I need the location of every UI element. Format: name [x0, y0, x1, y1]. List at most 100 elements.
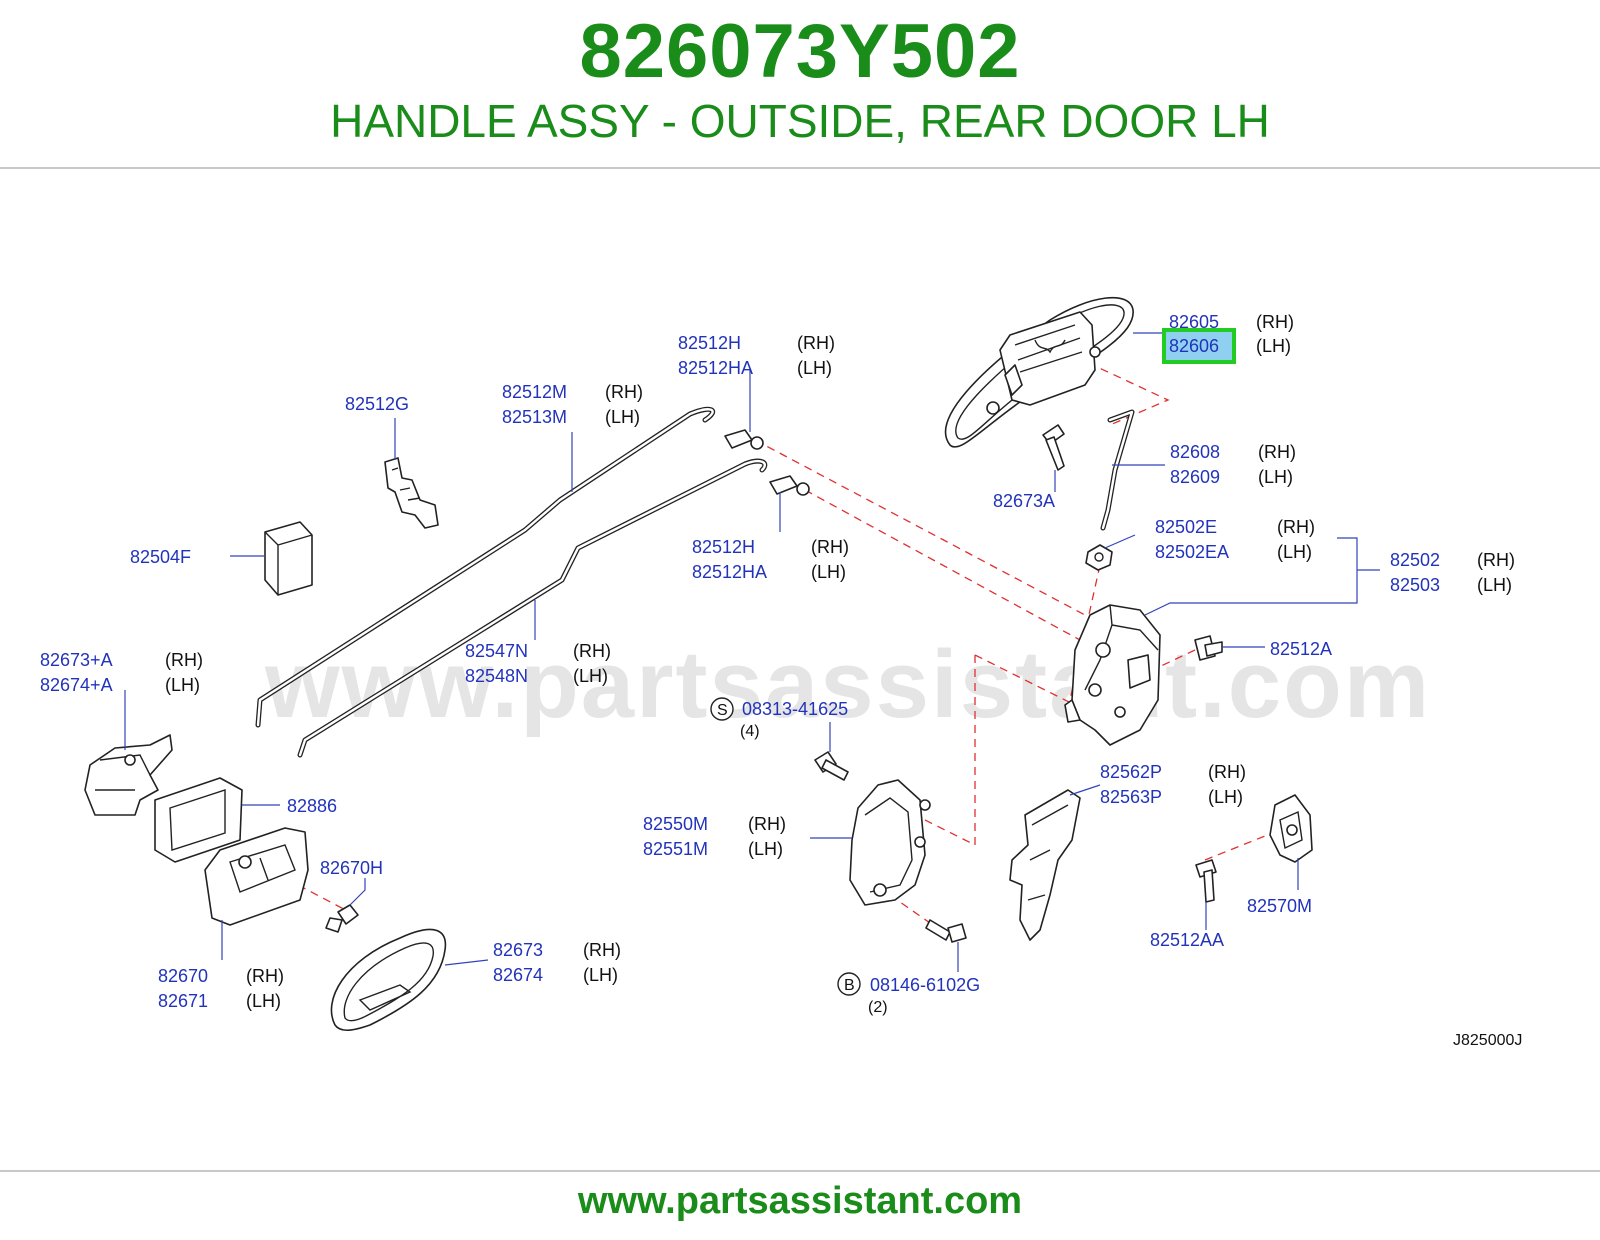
callout-82502[interactable]: 82502	[1390, 550, 1440, 570]
cover-82562P[interactable]	[1009, 789, 1081, 941]
side-lh-82609: (LH)	[1258, 467, 1293, 487]
side-rh-82605: (RH)	[1256, 312, 1294, 332]
callout-82512A[interactable]: 82512A	[1270, 639, 1332, 659]
s-marker-letter: S	[717, 702, 728, 719]
callout-82673pA[interactable]: 82673+A	[40, 650, 113, 670]
escutcheon-82673[interactable]	[330, 928, 447, 1032]
callout-82512H-upper[interactable]: 82512H	[678, 333, 741, 353]
block-82504F[interactable]	[264, 521, 313, 596]
callout-82570M[interactable]: 82570M	[1247, 896, 1312, 916]
callout-82502E[interactable]: 82502E	[1155, 517, 1217, 537]
striker-82570M[interactable]	[1269, 794, 1313, 863]
side-lh-82674: (LH)	[583, 965, 618, 985]
side-rh-82670: (RH)	[246, 966, 284, 986]
bolt-08313-41625[interactable]	[814, 751, 849, 781]
header-divider	[0, 167, 1600, 169]
callout-82548N[interactable]: 82548N	[465, 666, 528, 686]
qty-08313: (4)	[740, 723, 760, 740]
side-rh-82562P: (RH)	[1208, 762, 1246, 782]
callout-82673A[interactable]: 82673A	[993, 491, 1055, 511]
callout-82512HA-lower[interactable]: 82512HA	[692, 562, 767, 582]
watermark: www.partsassistant.com	[265, 631, 1432, 738]
side-lh-82671: (LH)	[246, 991, 281, 1011]
footer-divider	[0, 1170, 1600, 1172]
part-number-title: 826073Y502	[579, 9, 1021, 94]
callout-82606[interactable]: 82606	[1169, 336, 1219, 356]
callout-82609[interactable]: 82609	[1170, 467, 1220, 487]
side-lh-82513M: (LH)	[605, 407, 640, 427]
callout-82503[interactable]: 82503	[1390, 575, 1440, 595]
side-rh-82673: (RH)	[583, 940, 621, 960]
side-rh-82512H-lower: (RH)	[811, 537, 849, 557]
side-rh-82547N: (RH)	[573, 641, 611, 661]
callout-82605[interactable]: 82605	[1169, 312, 1219, 332]
bolt-08146-6102G[interactable]	[925, 919, 967, 943]
side-lh-82512HA-upper: (LH)	[797, 358, 832, 378]
side-lh-82548N: (LH)	[573, 666, 608, 686]
side-lh-82502EA: (LH)	[1277, 542, 1312, 562]
callout-82502EA[interactable]: 82502EA	[1155, 542, 1229, 562]
side-lh-82606: (LH)	[1256, 336, 1291, 356]
side-rh-82550M: (RH)	[748, 814, 786, 834]
clip-82512H-upper[interactable]	[724, 429, 764, 450]
footer-url[interactable]: www.partsassistant.com	[577, 1180, 1023, 1222]
callout-08313-41625[interactable]: 08313-41625	[742, 699, 848, 719]
callout-82550M[interactable]: 82550M	[643, 814, 708, 834]
leader-82502	[1144, 537, 1358, 616]
callout-82551M[interactable]: 82551M	[643, 839, 708, 859]
callout-82512HA-upper[interactable]: 82512HA	[678, 358, 753, 378]
qty-08146: (2)	[868, 999, 888, 1016]
callout-82670H[interactable]: 82670H	[320, 858, 383, 878]
clip-82512G[interactable]	[384, 457, 439, 529]
callout-82547N[interactable]: 82547N	[465, 641, 528, 661]
rod-82608[interactable]	[1100, 409, 1135, 531]
callout-82513M[interactable]: 82513M	[502, 407, 567, 427]
side-lh-82503: (LH)	[1477, 575, 1512, 595]
callout-82512G[interactable]: 82512G	[345, 394, 409, 414]
highlight-box-82606[interactable]	[1162, 328, 1236, 364]
callout-82512H-lower[interactable]: 82512H	[692, 537, 755, 557]
outside-handle[interactable]	[944, 296, 1134, 448]
callout-82674pA[interactable]: 82674+A	[40, 675, 113, 695]
callout-82608[interactable]: 82608	[1170, 442, 1220, 462]
lock-remote-82550M[interactable]	[849, 779, 931, 906]
rod-82547N[interactable]	[297, 458, 768, 758]
diagram-code: J825000J	[1453, 1032, 1522, 1049]
side-rh-82502: (RH)	[1477, 550, 1515, 570]
callout-82512M[interactable]: 82512M	[502, 382, 567, 402]
screw-82670H[interactable]	[325, 904, 359, 933]
leader-82562P	[1069, 784, 1101, 796]
callout-82886[interactable]: 82886	[287, 796, 337, 816]
clip-82512H-lower[interactable]	[769, 475, 810, 496]
side-lh-82674pA: (LH)	[165, 675, 200, 695]
callout-82674[interactable]: 82674	[493, 965, 543, 985]
side-rh-82608: (RH)	[1258, 442, 1296, 462]
callout-82562P[interactable]: 82562P	[1100, 762, 1162, 782]
callout-82673[interactable]: 82673	[493, 940, 543, 960]
bracket-82673pA[interactable]	[84, 734, 173, 816]
callout-82512AA[interactable]: 82512AA	[1150, 930, 1224, 950]
side-lh-82563P: (LH)	[1208, 787, 1243, 807]
clip-82502E[interactable]	[1085, 544, 1113, 571]
callout-82504F[interactable]: 82504F	[130, 547, 191, 567]
side-rh-82673pA: (RH)	[165, 650, 203, 670]
callout-82670[interactable]: 82670	[158, 966, 208, 986]
door-lock-82502[interactable]	[1064, 604, 1161, 746]
b-marker-circle	[837, 972, 861, 996]
screw-82512AA[interactable]	[1195, 859, 1217, 903]
screw-82512A[interactable]	[1194, 635, 1223, 661]
screw-82673A[interactable]	[1042, 424, 1065, 471]
page-header: 826073Y502 HANDLE ASSY - OUTSIDE, REAR D…	[0, 0, 1600, 168]
part-description: HANDLE ASSY - OUTSIDE, REAR DOOR LH	[330, 95, 1270, 147]
leader-82670H	[349, 878, 366, 906]
inside-handle-82670[interactable]	[204, 827, 309, 926]
callout-82671[interactable]: 82671	[158, 991, 208, 1011]
side-lh-82512HA-lower: (LH)	[811, 562, 846, 582]
side-lh-82551M: (LH)	[748, 839, 783, 859]
bezel-82886[interactable]	[154, 777, 243, 863]
callout-08146-6102G[interactable]: 08146-6102G	[870, 975, 980, 995]
rod-82512M[interactable]	[255, 406, 716, 728]
callout-82563P[interactable]: 82563P	[1100, 787, 1162, 807]
